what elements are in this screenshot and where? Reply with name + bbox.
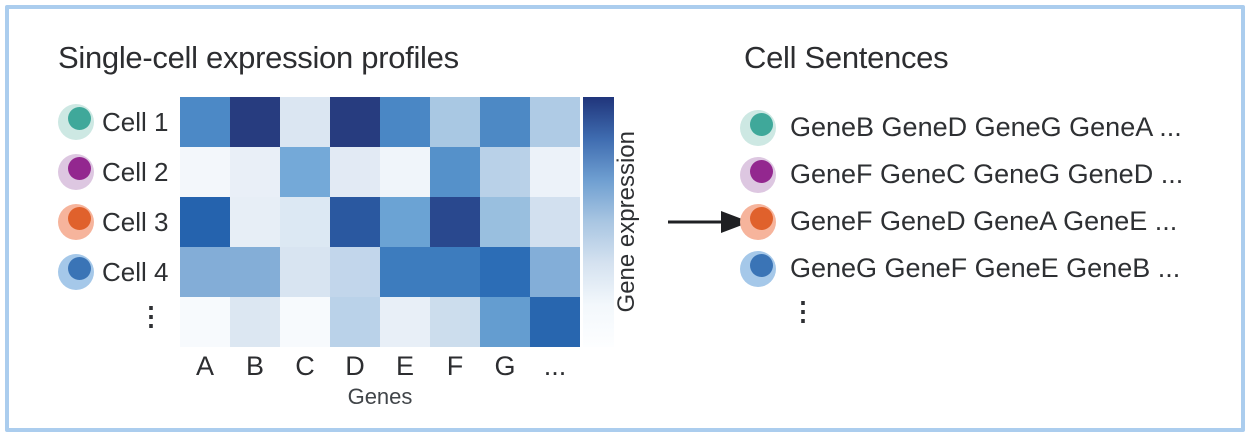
colorbar <box>583 97 614 347</box>
cell-3-dot-icon <box>58 204 94 240</box>
heatmap-cell <box>480 197 530 247</box>
cell-1-dot-icon <box>58 104 94 140</box>
cell-row: Cell 4 <box>58 247 168 297</box>
heatmap-cell <box>480 247 530 297</box>
cell-4-dot-icon <box>740 250 776 287</box>
heatmap-cell <box>230 147 280 197</box>
heatmap-cell <box>230 247 280 297</box>
sentence-row: GeneF GeneD GeneA GeneE ... <box>740 198 1183 245</box>
genes-axis-label: Genes <box>347 384 413 409</box>
cell-label-list: Cell 1 Cell 2 Cell 3 Cell 4 <box>58 97 168 297</box>
cell-sentence-list: GeneB GeneD GeneG GeneA ... GeneF GeneC … <box>740 104 1183 292</box>
heatmap-cell <box>530 147 580 197</box>
heatmap-cell <box>180 297 230 347</box>
column-label: D <box>345 351 365 381</box>
cell-row: Cell 2 <box>58 147 168 197</box>
heatmap-cell <box>280 97 330 147</box>
cell-4-dot-icon <box>58 254 94 290</box>
heatmap-cell <box>180 97 230 147</box>
heatmap-cell <box>530 97 580 147</box>
heatmap-cell <box>180 247 230 297</box>
column-label: ... <box>543 351 567 381</box>
heatmap <box>180 97 580 347</box>
cell-1-label: Cell 1 <box>102 106 169 137</box>
heatmap-cell <box>180 197 230 247</box>
heatmap-cell <box>430 197 480 247</box>
right-panel-title: Cell Sentences <box>744 40 949 75</box>
heatmap-cell <box>380 247 430 297</box>
heatmap-cell <box>380 297 430 347</box>
heatmap-cell <box>430 247 480 297</box>
sentence-row: GeneF GeneC GeneG GeneD ... <box>740 151 1183 198</box>
cell-2-dot-icon <box>740 156 776 193</box>
cell-3-label: Cell 3 <box>102 206 169 237</box>
more-cells-ellipsis: ⋮ <box>138 301 164 331</box>
heatmap-cell <box>430 97 480 147</box>
heatmap-cell <box>380 147 430 197</box>
cell-1-sentence: GeneB GeneD GeneG GeneA ... <box>790 112 1182 142</box>
cell-3-dot-icon <box>740 203 776 240</box>
sentence-row: GeneB GeneD GeneG GeneA ... <box>740 104 1183 151</box>
column-label: E <box>395 351 414 381</box>
cell-1-dot-inner <box>68 107 91 130</box>
column-label: F <box>446 351 464 381</box>
heatmap-cell <box>530 297 580 347</box>
column-label: G <box>494 351 516 381</box>
heatmap-cell <box>430 147 480 197</box>
cell-3-dot-inner <box>68 207 91 230</box>
colorbar-label-wrap: Gene expression <box>600 97 654 347</box>
heatmap-cell <box>330 247 380 297</box>
cell-2-dot-icon <box>58 154 94 190</box>
cell-2-dot-inner <box>68 157 91 180</box>
heatmap-cell <box>230 197 280 247</box>
colorbar-label: Gene expression <box>613 131 640 313</box>
cell-4-dot-inner <box>750 253 773 277</box>
cell-4-label: Cell 4 <box>102 256 169 287</box>
heatmap-cell <box>280 297 330 347</box>
heatmap-cell <box>430 297 480 347</box>
cell-4-sentence: GeneG GeneF GeneE GeneB ... <box>790 253 1181 283</box>
cell-2-label: Cell 2 <box>102 156 169 187</box>
heatmap-cell <box>330 197 380 247</box>
heatmap-cell <box>280 247 330 297</box>
heatmap-cell <box>280 197 330 247</box>
heatmap-cell <box>380 197 430 247</box>
cell-2-dot-inner <box>750 159 773 183</box>
cell-1-dot-inner <box>750 112 773 136</box>
arrow-icon <box>668 211 750 233</box>
cell-row: Cell 3 <box>58 197 168 247</box>
cell-2-sentence: GeneF GeneC GeneG GeneD ... <box>790 159 1184 189</box>
cell-3-dot-inner <box>750 206 773 230</box>
heatmap-cell <box>330 97 380 147</box>
heatmap-cell <box>480 97 530 147</box>
cell-3-sentence: GeneF GeneD GeneA GeneE ... <box>790 206 1178 236</box>
heatmap-cell <box>230 297 280 347</box>
heatmap-cell <box>380 97 430 147</box>
heatmap-cell <box>480 297 530 347</box>
heatmap-cell <box>180 147 230 197</box>
cell-4-dot-inner <box>68 257 91 280</box>
heatmap-cell <box>280 147 330 197</box>
column-label: B <box>245 351 264 381</box>
sentence-row: GeneG GeneF GeneE GeneB ... <box>740 245 1183 292</box>
heatmap-cell <box>530 247 580 297</box>
column-label: C <box>295 351 315 381</box>
cell-1-dot-icon <box>740 109 776 146</box>
more-sentences-ellipsis: ⋮ <box>790 296 816 326</box>
heatmap-cell <box>330 297 380 347</box>
heatmap-cell <box>330 147 380 197</box>
cell-row: Cell 1 <box>58 97 168 147</box>
heatmap-cell <box>230 97 280 147</box>
column-label: A <box>195 351 214 381</box>
heatmap-cell <box>530 197 580 247</box>
left-panel-title: Single-cell expression profiles <box>58 40 459 75</box>
heatmap-cell <box>480 147 530 197</box>
